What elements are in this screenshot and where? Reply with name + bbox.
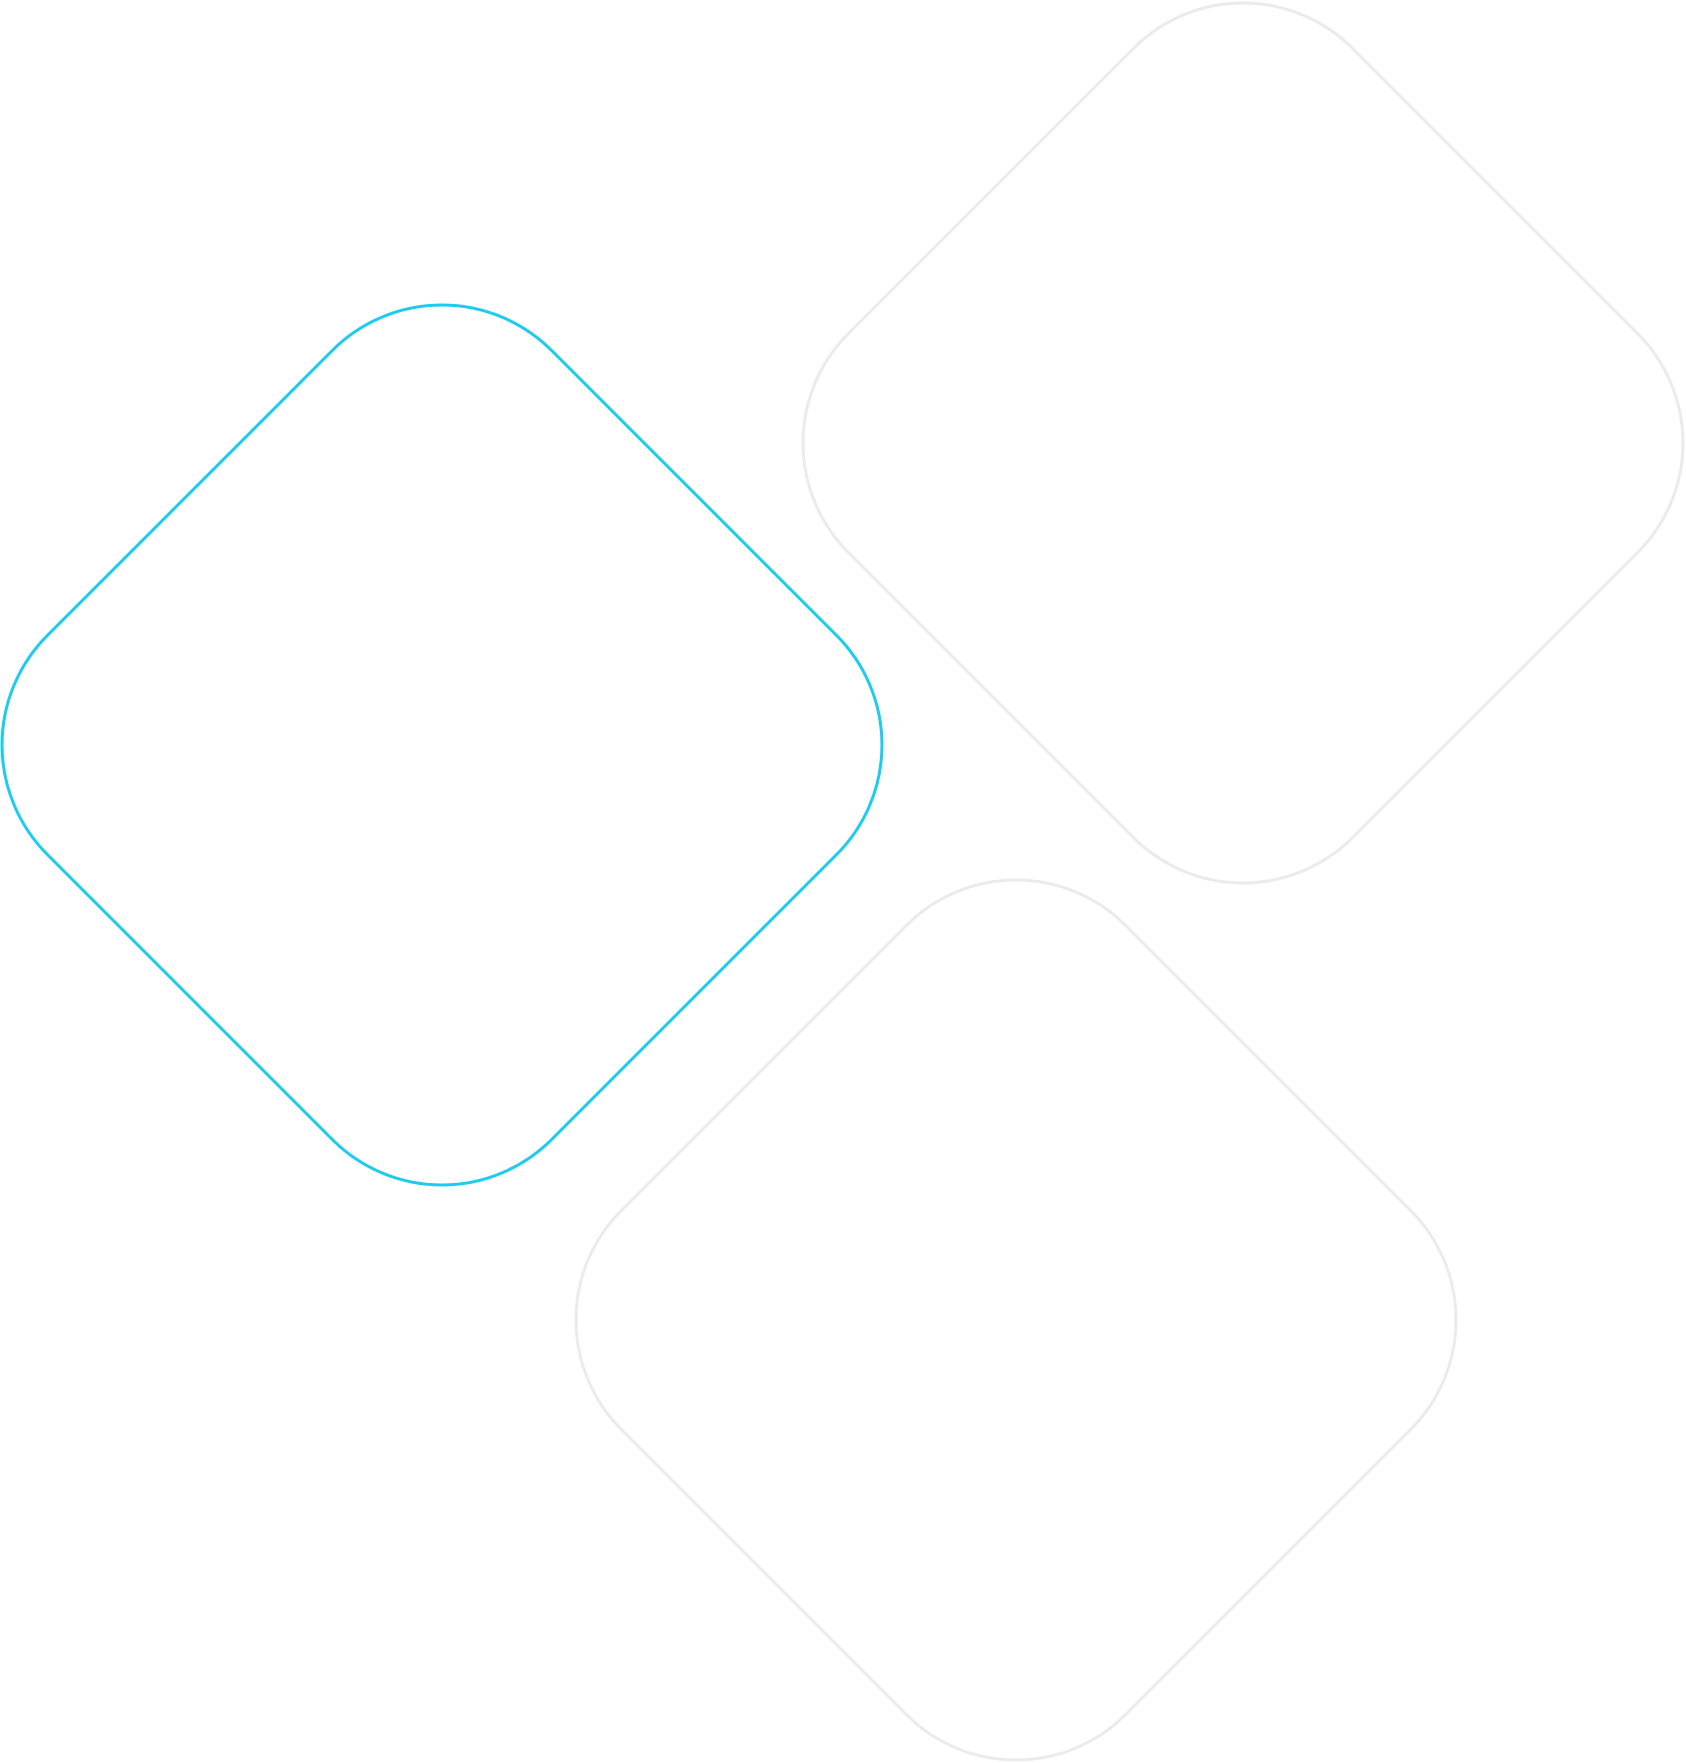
highlighted-diamond <box>0 303 884 1187</box>
bottom-diamond <box>574 878 1458 1762</box>
top-right-diamond <box>801 1 1685 885</box>
